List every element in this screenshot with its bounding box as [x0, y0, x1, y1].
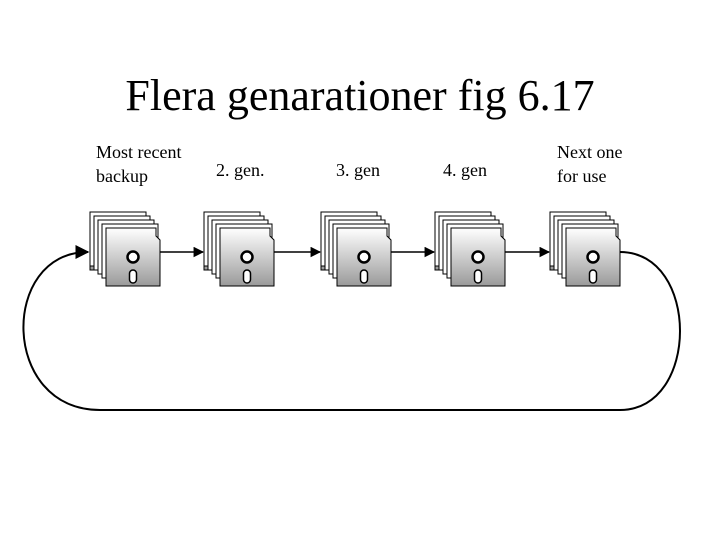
floppy-disk-stack-icon	[90, 212, 160, 286]
label-gen-4: 4. gen	[443, 158, 487, 182]
diagram-title: Flera genarationer fig 6.17	[125, 71, 595, 120]
label-gen-5: Next one for use	[557, 140, 622, 188]
disk-stack-gen-1	[90, 212, 160, 286]
return-loop-arrow	[22, 245, 681, 411]
floppy-disk-stack-icon	[204, 212, 274, 286]
floppy-disk-stack-icon	[321, 212, 391, 286]
label-gen-1-line2: backup	[96, 166, 148, 186]
floppy-disk-stack-icon	[550, 212, 620, 286]
label-gen-2-line1: 2. gen.	[216, 160, 265, 180]
label-gen-5-line1: Next one	[557, 142, 623, 162]
label-gen-4-line1: 4. gen	[443, 160, 487, 180]
label-gen-1: Most recent backup	[96, 140, 181, 188]
label-gen-5-line2: for use	[557, 166, 607, 186]
label-gen-2: 2. gen.	[216, 158, 265, 182]
label-gen-3-line1: 3. gen	[336, 160, 380, 180]
disk-stack-gen-4	[435, 212, 505, 286]
label-gen-1-line1: Most recent	[96, 142, 182, 162]
disk-stack-gen-2	[204, 212, 274, 286]
disk-stack-gen-5	[550, 212, 620, 286]
floppy-disk-stack-icon	[435, 212, 505, 286]
disk-stack-gen-3	[321, 212, 391, 286]
label-gen-3: 3. gen	[336, 158, 380, 182]
